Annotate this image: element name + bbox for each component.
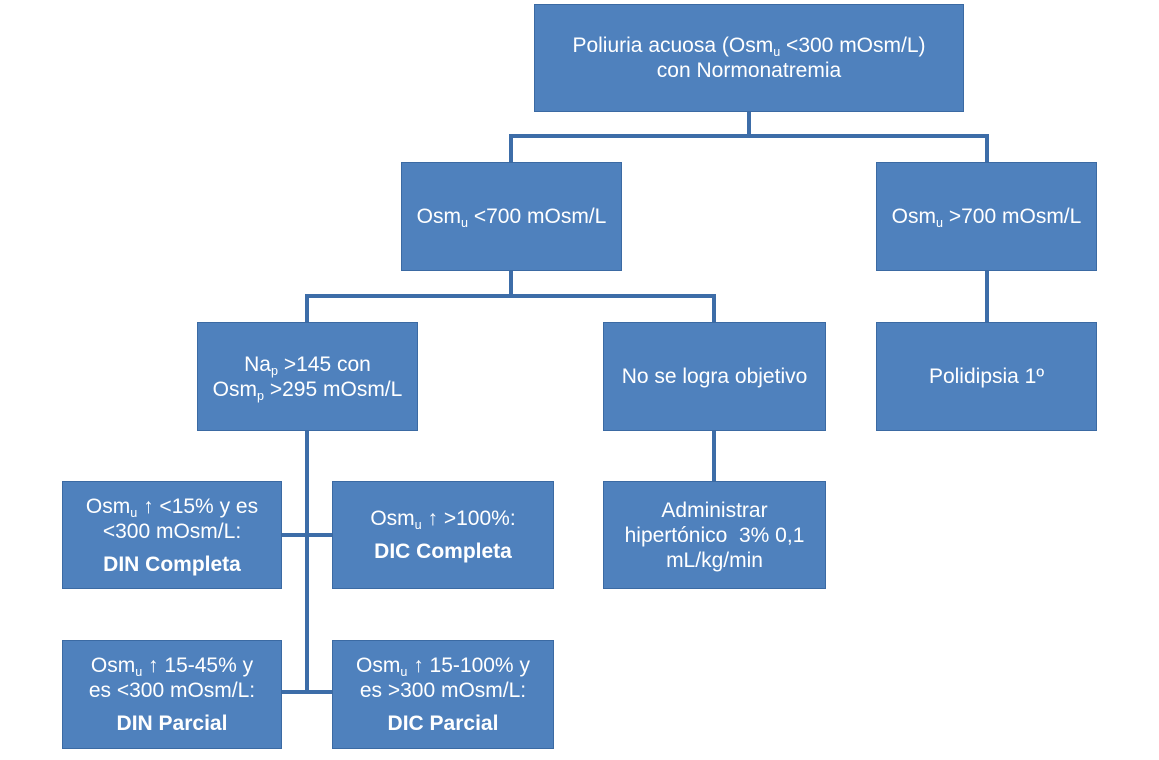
din-completa-title: DIN Completa <box>103 552 241 576</box>
nap-node: Nap >145 con Osmp >295 mOsm/L <box>197 322 418 431</box>
dic-completa-line1: Osmu ↑ >100%: <box>370 507 516 532</box>
dic-parcial-title: DIC Parcial <box>387 712 499 735</box>
root-line1: Poliuria acuosa (Osmu <300 mOsm/L) <box>572 34 926 59</box>
dic-parcial-line2: es >300 mOsm/L: <box>359 679 527 702</box>
root-node: Poliuria acuosa (Osmu <300 mOsm/L) con N… <box>534 4 964 112</box>
din-completa-line2: <300 mOsm/L: <box>102 519 242 543</box>
din-parcial-node: Osmu ↑ 15-45% y es <300 mOsm/L: DIN Parc… <box>62 640 282 749</box>
nap-line1: Nap >145 con <box>244 352 371 378</box>
din-parcial-line1: Osmu ↑ 15-45% y <box>90 654 254 679</box>
no-logra-label: No se logra objetivo <box>621 365 808 388</box>
osm-high-label: Osmu >700 mOsm/L <box>891 205 1082 230</box>
osm-high-node: Osmu >700 mOsm/L <box>876 162 1097 271</box>
administrar-line1: Administrar <box>661 498 768 522</box>
nap-line2: Osmp >295 mOsm/L <box>212 377 403 403</box>
root-line2: con Normonatremia <box>656 59 842 82</box>
dic-parcial-line1: Osmu ↑ 15-100% y <box>356 654 530 679</box>
polidipsia-label: Polidipsia 1º <box>928 365 1045 388</box>
administrar-line2: hipertónico 3% 0,1 <box>624 523 805 547</box>
dic-completa-title: DIC Completa <box>374 540 512 563</box>
administrar-line3: mL/kg/min <box>666 548 763 572</box>
osm-low-label: Osmu <700 mOsm/L <box>416 205 607 230</box>
polidipsia-node: Polidipsia 1º <box>876 322 1097 431</box>
dic-parcial-node: Osmu ↑ 15-100% y es >300 mOsm/L: DIC Par… <box>332 640 554 749</box>
administrar-node: Administrar hipertónico 3% 0,1 mL/kg/min <box>603 481 826 589</box>
din-completa-line1: Osmu ↑ <15% y es <box>85 494 259 520</box>
no-logra-node: No se logra objetivo <box>603 322 826 431</box>
dic-completa-node: Osmu ↑ >100%: DIC Completa <box>332 481 554 589</box>
din-completa-node: Osmu ↑ <15% y es <300 mOsm/L: DIN Comple… <box>62 481 282 589</box>
osm-low-node: Osmu <700 mOsm/L <box>401 162 622 271</box>
din-parcial-title: DIN Parcial <box>116 712 228 735</box>
din-parcial-line2: es <300 mOsm/L: <box>88 679 256 702</box>
